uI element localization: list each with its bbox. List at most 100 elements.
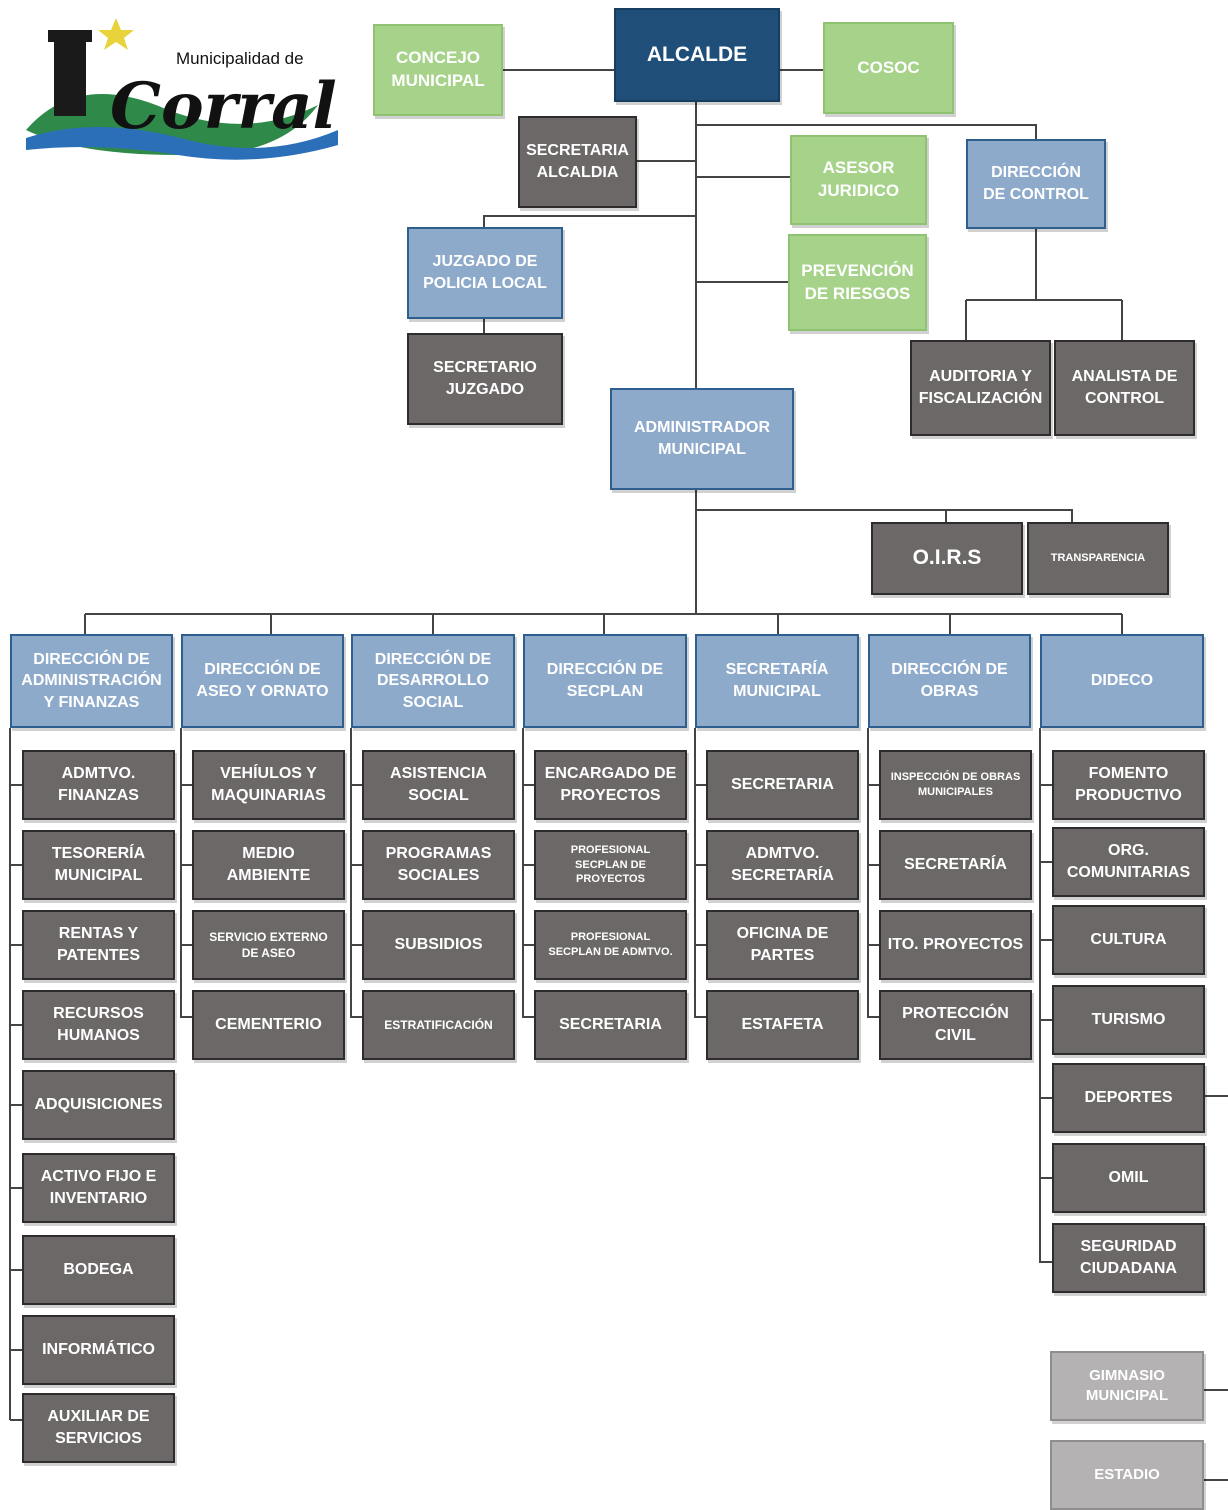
unit-box: FOMENTO PRODUCTIVO <box>1052 750 1205 820</box>
unit-box: SECRETARIA <box>706 750 859 820</box>
unit-label: OFICINA DE PARTES <box>736 925 829 964</box>
unit-label: SECRETARÍA <box>904 856 1007 874</box>
unit-box: VEHÍULOS Y MAQUINARIAS <box>192 750 345 820</box>
unit-box: ENCARGADO DE PROYECTOS <box>534 750 687 820</box>
municipality-logo: Municipalidad de Corral <box>26 18 338 160</box>
juzgado-policia-local-box: JUZGADO DE POLICIA LOCAL <box>407 227 563 319</box>
unit-box: SECRETARÍA <box>879 830 1032 900</box>
unit-box: ORG. COMUNITARIAS <box>1052 827 1205 897</box>
unit-label: PROFESIONAL SECPLAN DE ADMTVO. <box>548 931 673 958</box>
logo-text-top: Municipalidad de <box>176 49 304 68</box>
unit-label: SERVICIO EXTERNO DE ASEO <box>209 929 328 960</box>
direccion-aseo-ornato-box: DIRECCIÓN DE ASEO Y ORNATO <box>181 634 344 728</box>
dideco-box: DIDECO <box>1040 634 1204 728</box>
unit-label: ADMTVO. FINANZAS <box>58 765 139 804</box>
concejo-municipal-box: CONCEJO MUNICIPAL <box>373 24 503 116</box>
cosoc-label: COSOC <box>857 57 920 77</box>
unit-label: INSPECCIÓN DE OBRAS MUNICIPALES <box>890 771 1021 798</box>
unit-label: FOMENTO PRODUCTIVO <box>1075 765 1182 804</box>
unit-box: BODEGA <box>22 1235 175 1305</box>
unit-label: OMIL <box>1108 1169 1149 1187</box>
oirs-box: O.I.R.S <box>871 522 1023 595</box>
unit-box: ADQUISICIONES <box>22 1070 175 1140</box>
unit-label: VEHÍULOS Y MAQUINARIAS <box>211 765 326 804</box>
concejo-municipal-label: CONCEJO MUNICIPAL <box>391 48 485 90</box>
unit-box: CEMENTERIO <box>192 990 345 1060</box>
unit-label: RECURSOS HUMANOS <box>53 1005 144 1044</box>
unit-box: INFORMÁTICO <box>22 1315 175 1385</box>
unit-box: MEDIO AMBIENTE <box>192 830 345 900</box>
auditoria-fiscalizacion-box: AUDITORIA Y FISCALIZACIÓN <box>910 340 1051 436</box>
unit-box: OFICINA DE PARTES <box>706 910 859 980</box>
unit-box: RENTAS Y PATENTES <box>22 910 175 980</box>
unit-label: RENTAS Y PATENTES <box>57 925 140 964</box>
directorate-label: DIRECCIÓN DE OBRAS <box>891 661 1008 700</box>
unit-box: TESORERÍA MUNICIPAL <box>22 830 175 900</box>
unit-box: OMIL <box>1052 1143 1205 1213</box>
estadio-label: ESTADIO <box>1094 1465 1160 1483</box>
unit-box: SERVICIO EXTERNO DE ASEO <box>192 910 345 980</box>
unit-box: ESTRATIFICACIÓN <box>362 990 515 1060</box>
unit-box: TURISMO <box>1052 985 1205 1055</box>
estadio-box: ESTADIO <box>1050 1440 1204 1510</box>
star-icon <box>98 18 134 50</box>
lighthouse-icon <box>54 38 86 116</box>
directorate-label: SECRETARÍA MUNICIPAL <box>725 661 829 700</box>
unit-box: SEGURIDAD CIUDADANA <box>1052 1223 1205 1293</box>
secretaria-alcaldia-label: SECRETARIA ALCALDIA <box>526 142 629 181</box>
unit-label: DEPORTES <box>1084 1089 1173 1107</box>
asesor-juridico-label: ASESOR JURIDICO <box>817 158 900 200</box>
unit-label: ESTAFETA <box>741 1016 824 1034</box>
direccion-control-box: DIRECCIÓN DE CONTROL <box>966 139 1106 229</box>
gimnasio-municipal-box: GIMNASIO MUNICIPAL <box>1050 1351 1204 1421</box>
direccion-administracion-finanzas-box: DIRECCIÓN DE ADMINISTRACIÓN Y FINANZAS <box>10 634 173 728</box>
secretaria-municipal-box: SECRETARÍA MUNICIPAL <box>695 634 859 728</box>
analista-control-label: ANALISTA DE CONTROL <box>1071 368 1178 407</box>
unit-label: CEMENTERIO <box>215 1016 322 1034</box>
administrador-municipal-label: ADMINISTRADOR MUNICIPAL <box>634 419 770 458</box>
secretaria-alcaldia-box: SECRETARIA ALCALDIA <box>518 116 637 208</box>
prevencion-riesgos-label: PREVENCIÓN DE RIESGOS <box>801 260 914 303</box>
unit-label: TESORERÍA MUNICIPAL <box>51 845 146 884</box>
direccion-obras-box: DIRECCIÓN DE OBRAS <box>868 634 1031 728</box>
unit-box: PROGRAMAS SOCIALES <box>362 830 515 900</box>
unit-label: ASISTENCIA SOCIAL <box>390 765 487 804</box>
directorate-label: DIRECCIÓN DE ASEO Y ORNATO <box>196 661 329 700</box>
directorate-label: DIDECO <box>1090 672 1154 690</box>
unit-label: ORG. COMUNITARIAS <box>1066 842 1191 881</box>
unit-label: PROGRAMAS SOCIALES <box>385 845 492 884</box>
oirs-label: O.I.R.S <box>912 546 982 570</box>
directorate-label: DIRECCIÓN DE ADMINISTRACIÓN Y FINANZAS <box>21 650 162 711</box>
unit-box: SECRETARIA <box>534 990 687 1060</box>
unit-label: SEGURIDAD CIUDADANA <box>1080 1238 1177 1277</box>
unit-box: ASISTENCIA SOCIAL <box>362 750 515 820</box>
unit-label: BODEGA <box>63 1261 134 1279</box>
transparencia-box: TRANSPARENCIA <box>1027 522 1169 595</box>
directorate-label: DIRECCIÓN DE SECPLAN <box>546 661 664 700</box>
secretario-juzgado-label: SECRETARIO JUZGADO <box>433 359 537 398</box>
unit-box: AUXILIAR DE SERVICIOS <box>22 1393 175 1463</box>
unit-label: INFORMÁTICO <box>42 1341 155 1359</box>
secretario-juzgado-box: SECRETARIO JUZGADO <box>407 333 563 425</box>
unit-label: PROFESIONAL SECPLAN DE PROYECTOS <box>570 843 651 886</box>
direccion-desarrollo-social-box: DIRECCIÓN DE DESARROLLO SOCIAL <box>351 634 515 728</box>
prevencion-riesgos-box: PREVENCIÓN DE RIESGOS <box>788 234 927 331</box>
direccion-control-label: DIRECCIÓN DE CONTROL <box>983 164 1089 203</box>
administrador-municipal-box: ADMINISTRADOR MUNICIPAL <box>610 388 794 490</box>
unit-box: ADMTVO. SECRETARÍA <box>706 830 859 900</box>
unit-label: ACTIVO FIJO E INVENTARIO <box>40 1168 157 1207</box>
transparencia-label: TRANSPARENCIA <box>1050 552 1146 565</box>
cosoc-box: COSOC <box>823 22 954 114</box>
unit-label: ADQUISICIONES <box>34 1096 163 1114</box>
unit-box: ESTAFETA <box>706 990 859 1060</box>
auditoria-fiscalizacion-label: AUDITORIA Y FISCALIZACIÓN <box>918 368 1043 407</box>
alcalde-box: ALCALDE <box>614 8 780 102</box>
unit-label: PROTECCIÓN CIVIL <box>902 1005 1009 1044</box>
unit-box: ITO. PROYECTOS <box>879 910 1032 980</box>
unit-box: DEPORTES <box>1052 1063 1205 1133</box>
unit-box: PROFESIONAL SECPLAN DE ADMTVO. <box>534 910 687 980</box>
unit-label: TURISMO <box>1091 1011 1166 1029</box>
analista-control-box: ANALISTA DE CONTROL <box>1054 340 1195 436</box>
unit-label: ENCARGADO DE PROYECTOS <box>544 765 677 804</box>
